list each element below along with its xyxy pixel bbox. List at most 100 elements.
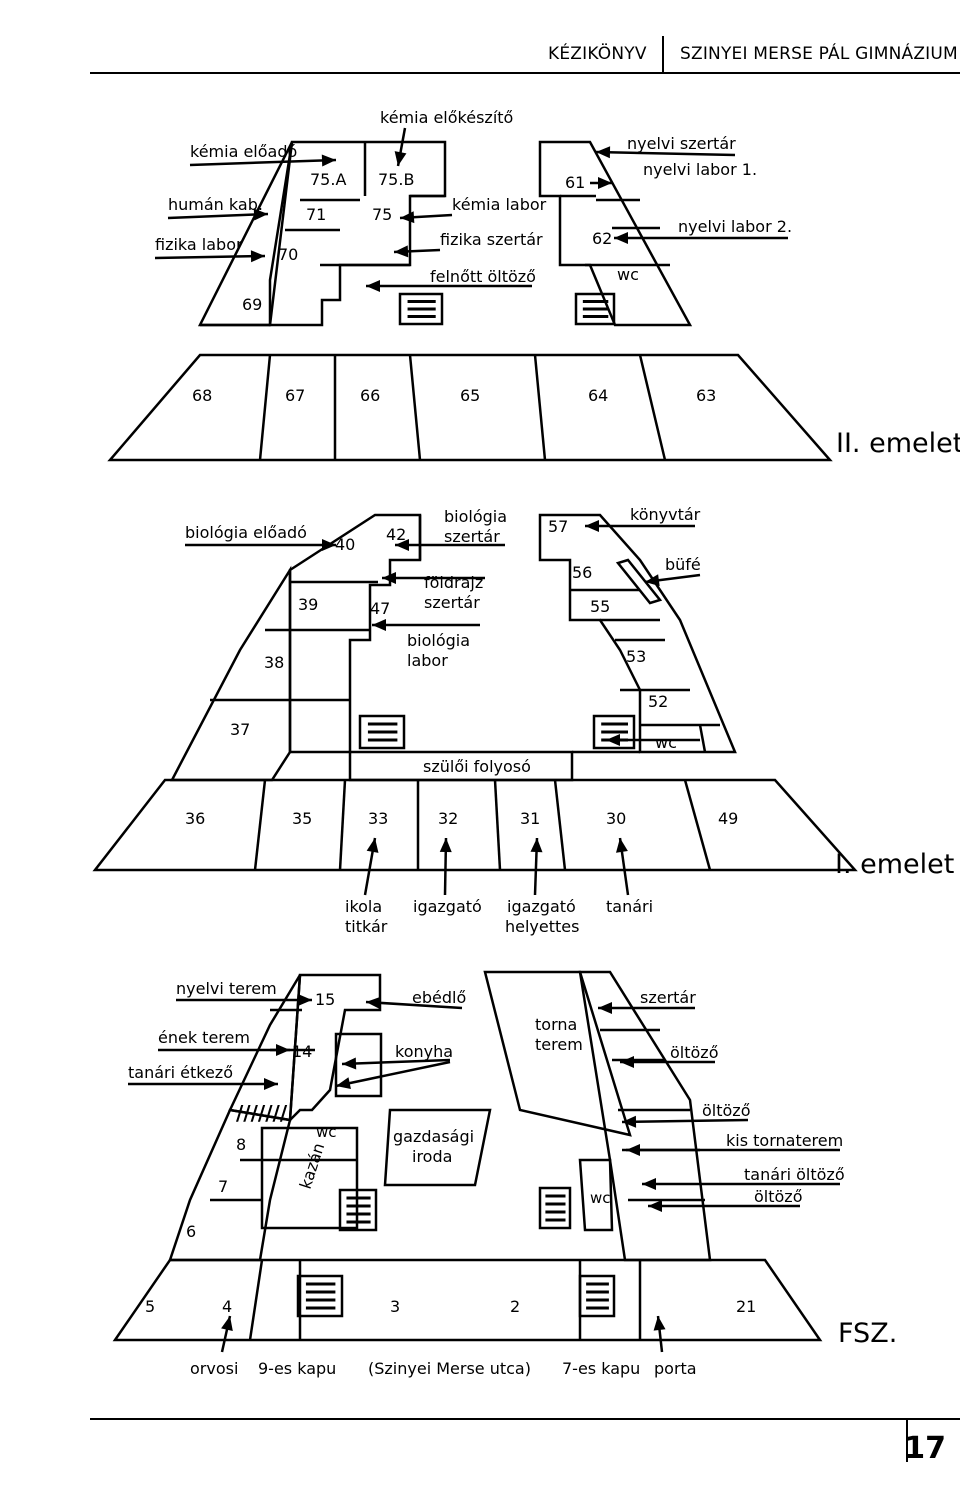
room-30: 30 bbox=[606, 809, 626, 828]
label-igazgato-helyettes-1: igazgató bbox=[507, 897, 576, 916]
page-number: 17 bbox=[904, 1431, 946, 1466]
label-ebedlo: ebédlő bbox=[412, 988, 466, 1007]
room-3: 3 bbox=[390, 1297, 400, 1316]
arrow-wc-1 bbox=[606, 734, 700, 746]
arrow-enek-terem bbox=[158, 1044, 290, 1056]
label-oltozo-1: öltöző bbox=[670, 1043, 718, 1062]
label-szinyei-utca: (Szinyei Merse utca) bbox=[368, 1359, 531, 1378]
arrow-oltozo-3 bbox=[648, 1200, 800, 1212]
label-tanari: tanári bbox=[606, 897, 653, 916]
room-47: 47 bbox=[370, 599, 390, 618]
label-enek-terem: ének terem bbox=[158, 1028, 250, 1047]
label-wc-ground-1: wc bbox=[316, 1123, 337, 1141]
room-70: 70 bbox=[278, 245, 298, 264]
arrow-kis-tornaterem bbox=[626, 1144, 840, 1156]
arrow-konyvtar bbox=[585, 520, 695, 532]
room-21: 21 bbox=[736, 1297, 756, 1316]
first-stairs-left bbox=[358, 714, 406, 750]
room-39: 39 bbox=[298, 595, 318, 614]
header-divider bbox=[662, 36, 664, 74]
room-42: 42 bbox=[386, 525, 406, 544]
room-52: 52 bbox=[648, 692, 668, 711]
room-53: 53 bbox=[626, 647, 646, 666]
room-69: 69 bbox=[242, 295, 262, 314]
label-szuloi-folyoso: szülői folyosó bbox=[423, 757, 531, 776]
label-wc-2: wc bbox=[617, 265, 639, 284]
room-40: 40 bbox=[335, 535, 355, 554]
arrow-tanari-oltozo bbox=[642, 1178, 840, 1190]
room-49: 49 bbox=[718, 809, 738, 828]
second-left-wing bbox=[268, 140, 447, 327]
arrow-human-kab bbox=[167, 208, 269, 221]
label-gazdasagi-1: gazdasági bbox=[393, 1127, 474, 1146]
label-fizika-szertar: fizika szertár bbox=[440, 230, 543, 249]
label-gazdasagi-2: iroda bbox=[412, 1147, 452, 1166]
ground-torna-terem bbox=[483, 970, 632, 1137]
floor-title-first: I. emelet bbox=[835, 849, 954, 880]
first-right-wing bbox=[538, 513, 737, 754]
room-75B: 75.B bbox=[378, 170, 414, 189]
first-front-wing bbox=[92, 778, 858, 872]
label-biologia-eloado: biológia előadó bbox=[185, 523, 307, 542]
label-fizika-labor: fizika labor bbox=[155, 235, 243, 254]
first-div-6 bbox=[683, 779, 712, 871]
label-wc-ground-2: wc bbox=[590, 1189, 611, 1207]
ground-stairs-middle bbox=[538, 1186, 572, 1230]
second-div-3 bbox=[408, 354, 422, 461]
room-62: 62 bbox=[592, 229, 612, 248]
second-div-4 bbox=[533, 354, 547, 461]
arrow-bufe bbox=[644, 573, 701, 587]
label-felnott-oltozo: felnőtt öltöző bbox=[430, 267, 536, 286]
arrow-szertar bbox=[598, 1002, 695, 1014]
room-57: 57 bbox=[548, 517, 568, 536]
ground-wc-box bbox=[578, 1158, 614, 1232]
room-2: 2 bbox=[510, 1297, 520, 1316]
room-5: 5 bbox=[145, 1297, 155, 1316]
first-div-2 bbox=[338, 779, 347, 871]
label-porta: porta bbox=[654, 1359, 697, 1378]
room-7: 7 bbox=[218, 1177, 228, 1196]
arrow-fizika-labor bbox=[154, 250, 266, 263]
first-wall-wc2 bbox=[698, 724, 707, 753]
label-szertar: szertár bbox=[640, 988, 696, 1007]
label-kis-tornaterem: kis tornaterem bbox=[726, 1131, 843, 1150]
first-div-5 bbox=[553, 779, 567, 871]
room-68: 68 bbox=[192, 386, 212, 405]
label-kemia-elokeszito: kémia előkészítő bbox=[380, 108, 513, 127]
ground-right-wing bbox=[578, 970, 712, 1262]
header-book-title: KÉZIKÖNYV bbox=[548, 44, 647, 64]
label-oltozo-3: öltöző bbox=[754, 1187, 802, 1206]
label-orvosi: orvosi bbox=[190, 1359, 238, 1378]
arrow-tanari bbox=[616, 837, 630, 896]
room-15: 15 bbox=[315, 990, 335, 1009]
ground-kazan-block bbox=[260, 1126, 359, 1230]
room-64: 64 bbox=[588, 386, 608, 405]
ground-stairs-front-right bbox=[578, 1274, 616, 1318]
label-biologia-labor-1: biológia bbox=[407, 631, 470, 650]
arrow-biologia-labor bbox=[372, 619, 480, 631]
arrow-ebedlo bbox=[365, 996, 463, 1010]
first-div-1 bbox=[253, 779, 267, 871]
room-31: 31 bbox=[520, 809, 540, 828]
first-div-4 bbox=[493, 779, 502, 871]
room-67: 67 bbox=[285, 386, 305, 405]
room-55: 55 bbox=[590, 597, 610, 616]
arrow-61 bbox=[590, 177, 612, 189]
label-9es-kapu: 9-es kapu bbox=[258, 1359, 336, 1378]
arrow-nyelvi-labor-2 bbox=[614, 232, 788, 244]
label-biologia-szertar-2: szertár bbox=[444, 527, 500, 546]
label-biologia-labor-2: labor bbox=[407, 651, 448, 670]
arrow-biologia-szertar bbox=[395, 539, 505, 551]
label-nyelvi-labor-2: nyelvi labor 2. bbox=[678, 217, 792, 236]
label-iskola-titkar-2: titkár bbox=[345, 917, 388, 936]
room-6: 6 bbox=[186, 1222, 196, 1241]
label-konyvtar: könyvtár bbox=[630, 505, 701, 524]
arrow-kemia-elokeszito bbox=[394, 127, 407, 167]
label-nyelvi-szertar: nyelvi szertár bbox=[627, 134, 736, 153]
room-66: 66 bbox=[360, 386, 380, 405]
label-torna-1: torna bbox=[535, 1015, 577, 1034]
label-oltozo-2: öltöző bbox=[702, 1101, 750, 1120]
arrow-oltozo-2 bbox=[621, 1115, 749, 1128]
room-56: 56 bbox=[572, 563, 592, 582]
